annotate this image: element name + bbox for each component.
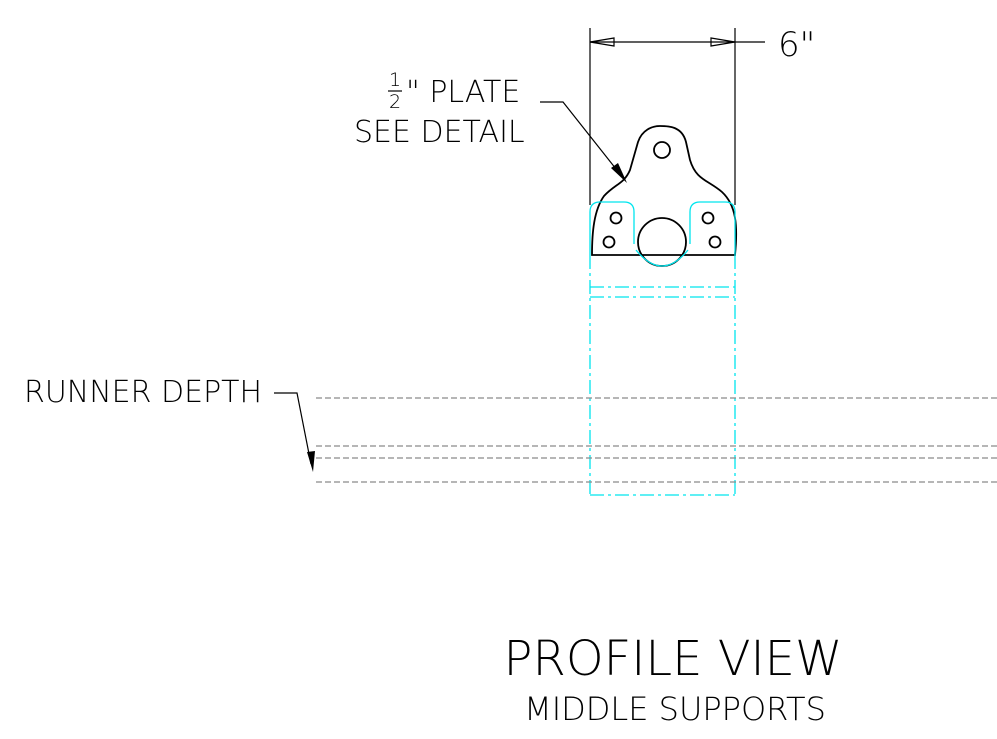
plate-leader-arrowhead (611, 163, 627, 183)
plate-callout: 1 2 " PLATE SEE DETAIL (354, 69, 627, 183)
plate-fraction-numerator: 1 (389, 69, 401, 91)
dimension-width-label: 6" (778, 25, 815, 65)
dimension-arrow-left (589, 37, 615, 47)
plate-callout-line1: " PLATE (406, 75, 520, 110)
width-dimension: 6" (589, 25, 815, 205)
runner-leader-arrowhead (307, 451, 315, 472)
support-outline (589, 201, 736, 496)
support-bracket-left (589, 201, 635, 255)
support-saddle-curve (635, 249, 689, 267)
runner-leader-line (274, 392, 312, 465)
view-title-block: PROFILE VIEW MIDDLE SUPPORTS (504, 631, 843, 728)
plate-outline (591, 125, 738, 267)
plate-leader-line (540, 101, 621, 175)
runner-depth-label: RUNNER DEPTH (24, 375, 262, 410)
plate-fraction-denominator: 2 (389, 91, 401, 113)
bolt-hole-left-lower (602, 235, 616, 249)
view-title: PROFILE VIEW (504, 631, 843, 687)
runner-depth-callout: RUNNER DEPTH (24, 375, 315, 472)
bolt-hole-left-upper (609, 211, 623, 225)
runner-depth-lines (316, 397, 997, 483)
bolt-hole-right-lower (708, 235, 722, 249)
plate-shape (591, 125, 738, 256)
dimension-arrow-right (710, 37, 736, 47)
bolt-hole-right-upper (701, 211, 715, 225)
plate-top-hole (653, 141, 671, 159)
view-subtitle: MIDDLE SUPPORTS (524, 690, 826, 728)
plate-callout-line2: SEE DETAIL (354, 115, 525, 150)
support-bracket-right (689, 201, 736, 255)
